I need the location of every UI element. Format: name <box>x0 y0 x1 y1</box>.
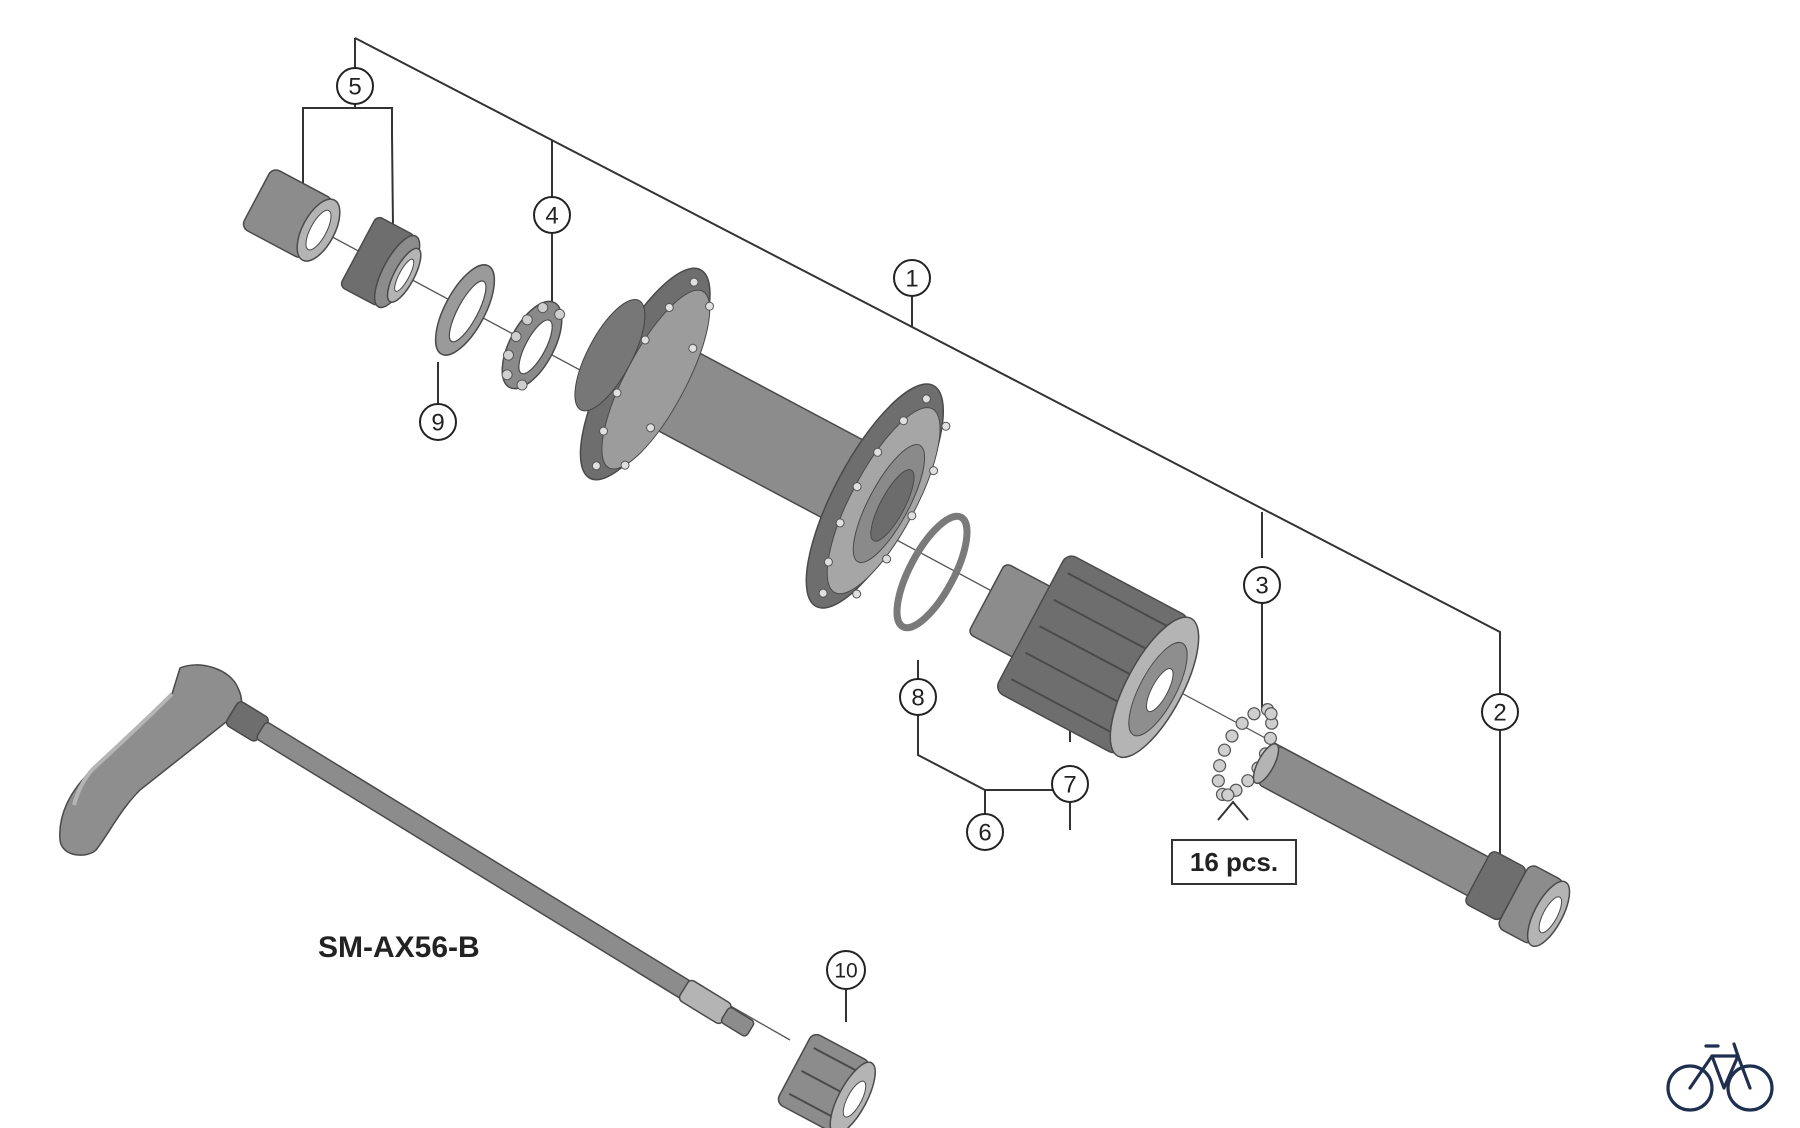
svg-text:9: 9 <box>431 410 444 437</box>
callout-5: 5 <box>336 67 374 105</box>
callout-10: 10 <box>826 950 866 990</box>
axle-lever <box>59 664 243 856</box>
svg-text:10: 10 <box>834 960 857 983</box>
lock-nut <box>340 216 422 309</box>
callout-6: 6 <box>966 813 1004 851</box>
leader-lines <box>302 37 1501 1022</box>
svg-text:4: 4 <box>545 203 558 230</box>
callout-9: 9 <box>419 403 457 441</box>
callout-8: 8 <box>899 678 937 716</box>
axle-end-nut <box>777 1033 876 1128</box>
svg-text:5: 5 <box>348 74 361 101</box>
callout-1: 1 <box>893 259 931 297</box>
callout-7: 7 <box>1051 765 1089 803</box>
o-ring <box>893 512 971 632</box>
model-label: SM-AX56-B <box>318 931 480 964</box>
callout-2: 2 <box>1481 693 1519 731</box>
ball-quantity-label: 16 pcs. <box>1171 839 1297 885</box>
left-spacer-sleeve <box>242 169 341 262</box>
svg-text:2: 2 <box>1493 700 1506 727</box>
callout-3: 3 <box>1243 566 1281 604</box>
svg-text:3: 3 <box>1255 573 1268 600</box>
freehub-body <box>969 555 1200 759</box>
axle-shaft <box>225 701 755 1037</box>
svg-text:1: 1 <box>905 266 918 293</box>
callout-4: 4 <box>533 196 571 234</box>
svg-text:7: 7 <box>1063 772 1076 799</box>
bearing-retainer <box>501 300 566 391</box>
loose-bearing-balls <box>1211 703 1279 802</box>
washer <box>434 264 496 356</box>
svg-text:6: 6 <box>978 820 991 847</box>
svg-text:8: 8 <box>911 685 924 712</box>
thru-axle <box>59 664 755 1037</box>
hub-axle <box>1252 743 1571 948</box>
bicycle-icon <box>1666 1042 1774 1112</box>
svg-text:16 pcs.: 16 pcs. <box>1190 847 1278 877</box>
hub-body <box>574 267 951 609</box>
